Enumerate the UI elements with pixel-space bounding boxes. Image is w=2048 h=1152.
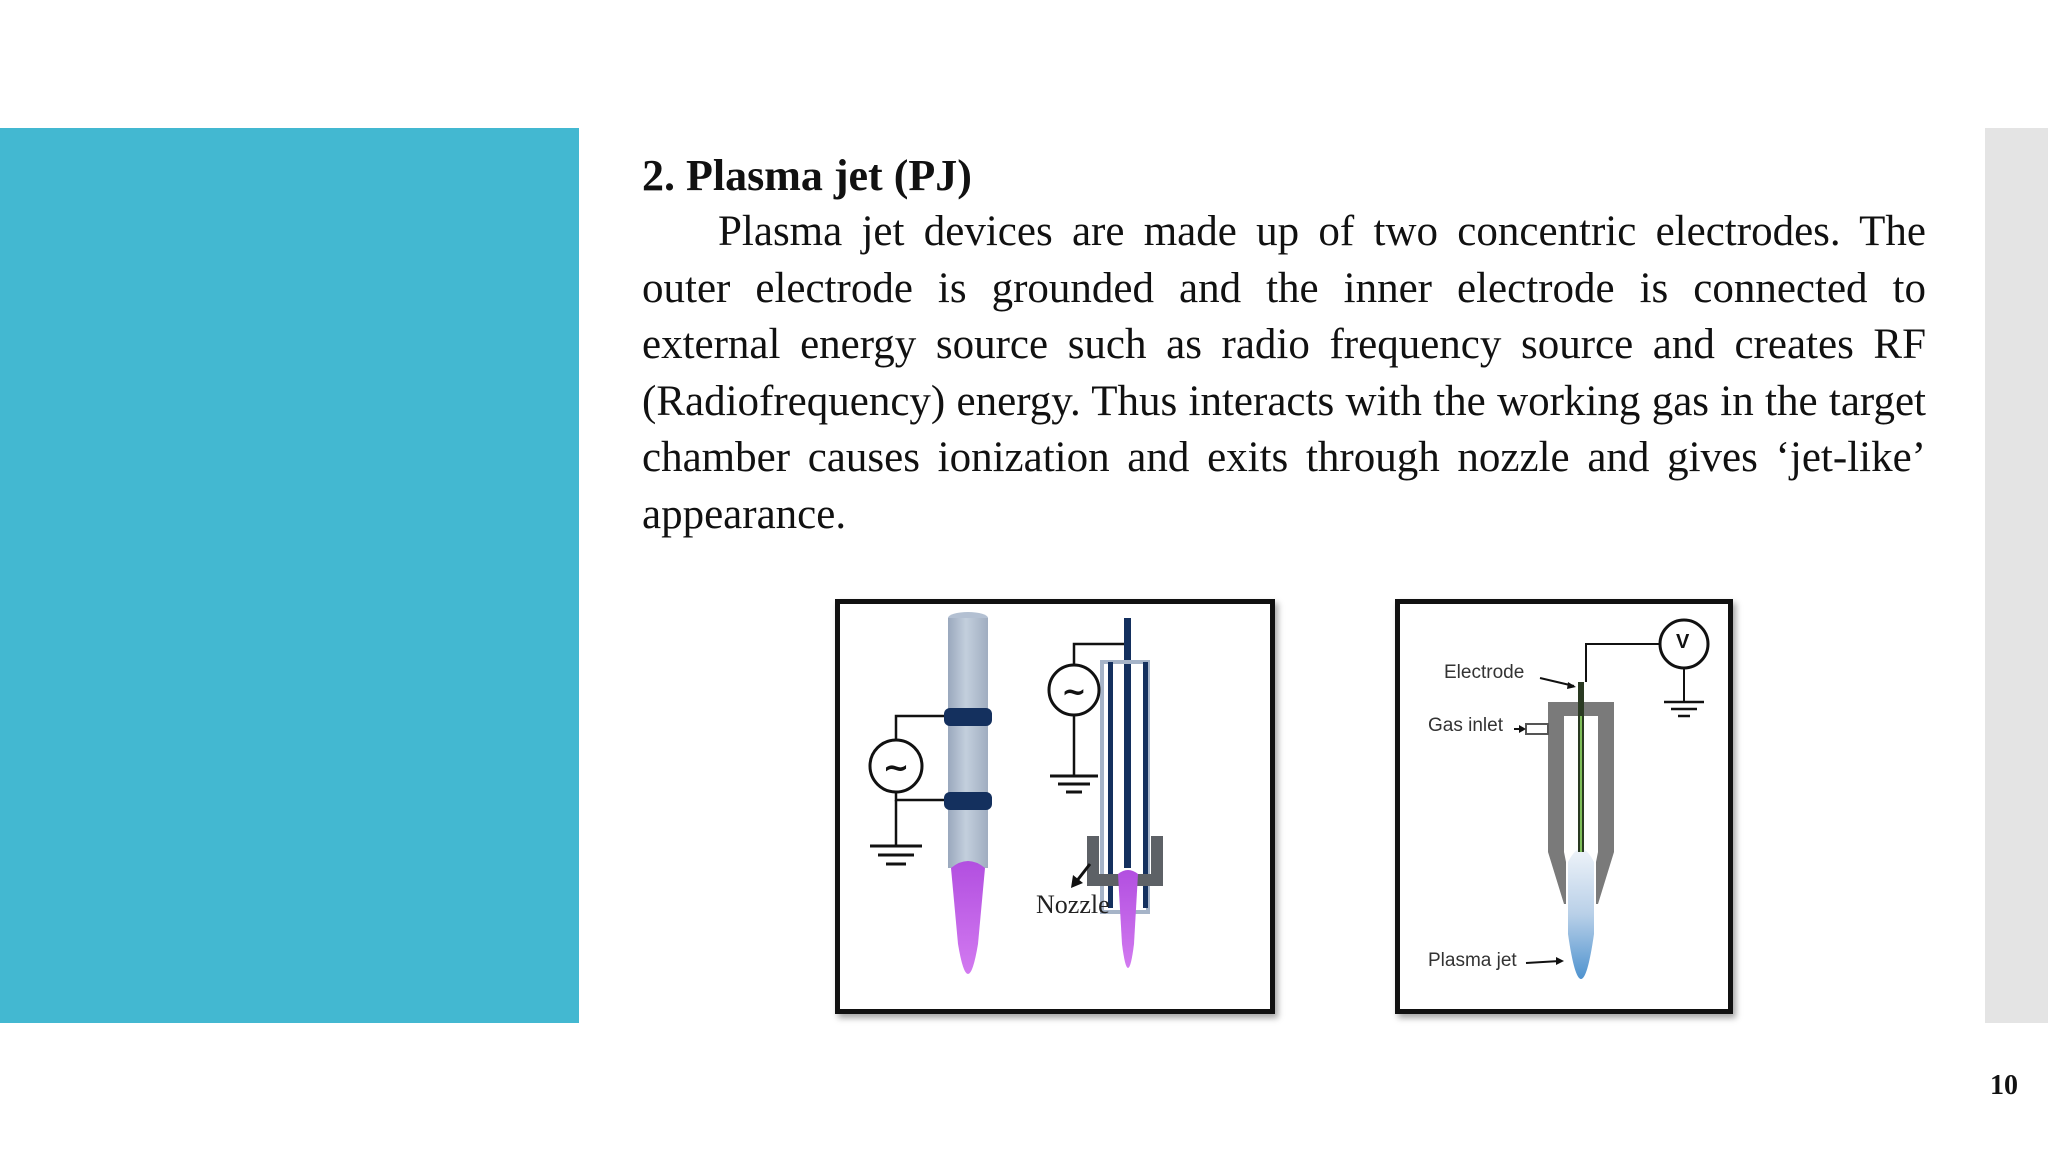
- voltmeter-label: V: [1676, 631, 1690, 653]
- svg-text:~: ~: [883, 748, 910, 786]
- gas-inlet-port: [1525, 723, 1549, 735]
- ring-electrode-lower: [944, 792, 992, 810]
- plasma-jet-plume: [1568, 849, 1594, 979]
- nozzle-arrow-icon: [1074, 863, 1092, 883]
- plasma-jet-arrow-icon: [1525, 960, 1561, 964]
- ac-source-icon-left: [868, 738, 924, 794]
- plasma-plume-left: [951, 861, 985, 974]
- accent-panel: [0, 128, 579, 1023]
- ground-icon-right: [1050, 774, 1098, 794]
- side-strip: [1985, 128, 2048, 1023]
- electrode-label: Electrode: [1444, 662, 1525, 683]
- ring-electrode-upper: [944, 708, 992, 726]
- device-body: [1548, 702, 1614, 904]
- gas-inlet-label: Gas inlet: [1428, 715, 1503, 736]
- ground-icon-left: [870, 844, 922, 866]
- page-number: 10: [1990, 1070, 2018, 1101]
- plasma-jet-schematic-figure: V Electrode Gas inlet Plasma jet: [1395, 599, 1733, 1014]
- slide-paragraph: Plasma jet devices are made up of two co…: [642, 208, 1926, 538]
- coaxial-electrode-jet: ~: [1047, 618, 1163, 968]
- slide-content: 2. Plasma jet (PJ) Plasma jet devices ar…: [642, 148, 1926, 543]
- plasma-jet-configurations-figure: ~ ~: [835, 599, 1275, 1014]
- plasma-plume-right: [1118, 870, 1138, 968]
- slide-heading: 2. Plasma jet (PJ): [642, 151, 972, 200]
- svg-text:~: ~: [1061, 675, 1086, 710]
- plasma-jet-label: Plasma jet: [1428, 950, 1517, 971]
- nozzle-label: Nozzle: [1036, 890, 1110, 919]
- inner-electrode: [1124, 618, 1131, 868]
- ground-icon: [1664, 700, 1704, 718]
- ring-electrode-jet: ~: [868, 612, 992, 974]
